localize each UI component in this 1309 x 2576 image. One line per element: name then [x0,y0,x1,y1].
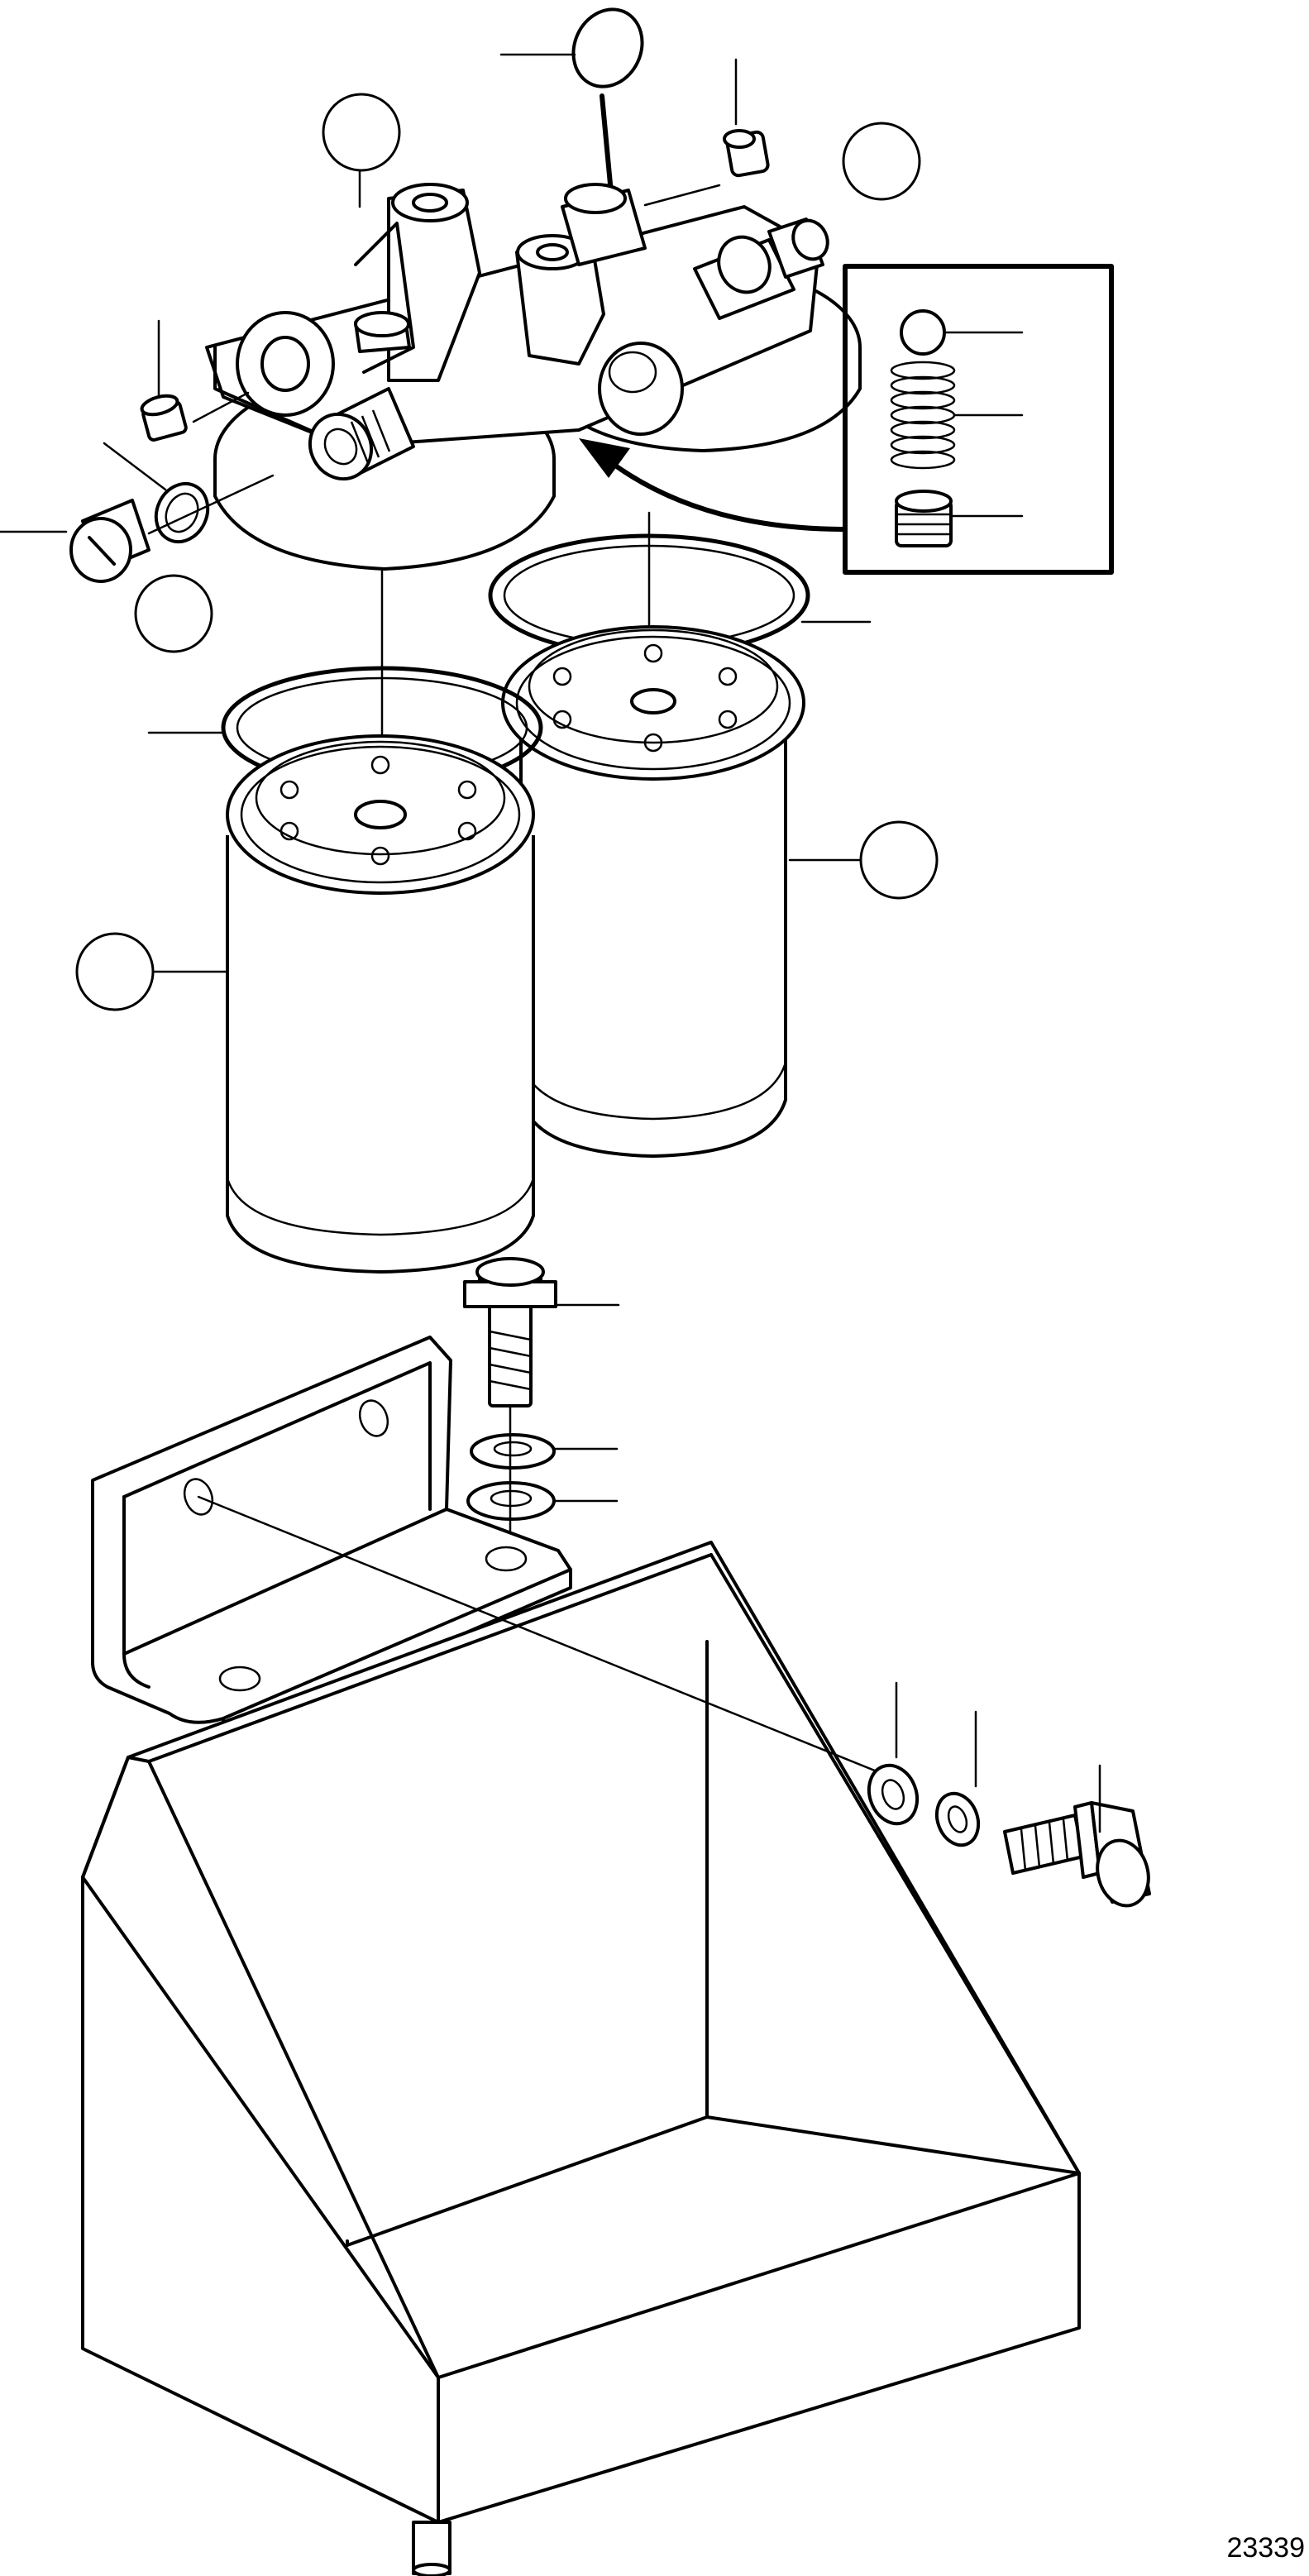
callout-circle-filter-right [859,820,939,900]
check-valve-inset [843,264,1114,575]
mounting-bracket [91,1336,572,1738]
filter-head [205,135,862,571]
plug-top-right [643,58,770,207]
valve-plug [895,490,953,547]
washer-horizontal-2 [934,1710,981,1847]
callout-circle-filter-left [75,932,155,1011]
lock-washer [470,1433,619,1470]
callout-circle-filter-head [322,93,401,172]
plug-left [140,319,250,442]
figure-number: 23339 [1226,2532,1305,2564]
callout-circle-seal [134,574,213,653]
filter-cartridge-left [150,734,535,1274]
bolt-vertical [463,1257,620,1407]
filter-cartridge-right [501,625,862,1158]
seal-ring [103,442,210,544]
bolt-horizontal [1003,1764,1151,1908]
washer-horizontal-1 [867,1681,920,1826]
drip-tray-outline [81,1541,1081,2576]
bolt-axis-horizontal [197,1495,895,1780]
callout-circle-right-bowl [842,122,921,201]
top-o-ring [499,7,644,88]
flat-washer [466,1481,619,1521]
spring [890,361,956,470]
inset-arrow [579,438,848,532]
banjo-bolt [0,474,275,583]
